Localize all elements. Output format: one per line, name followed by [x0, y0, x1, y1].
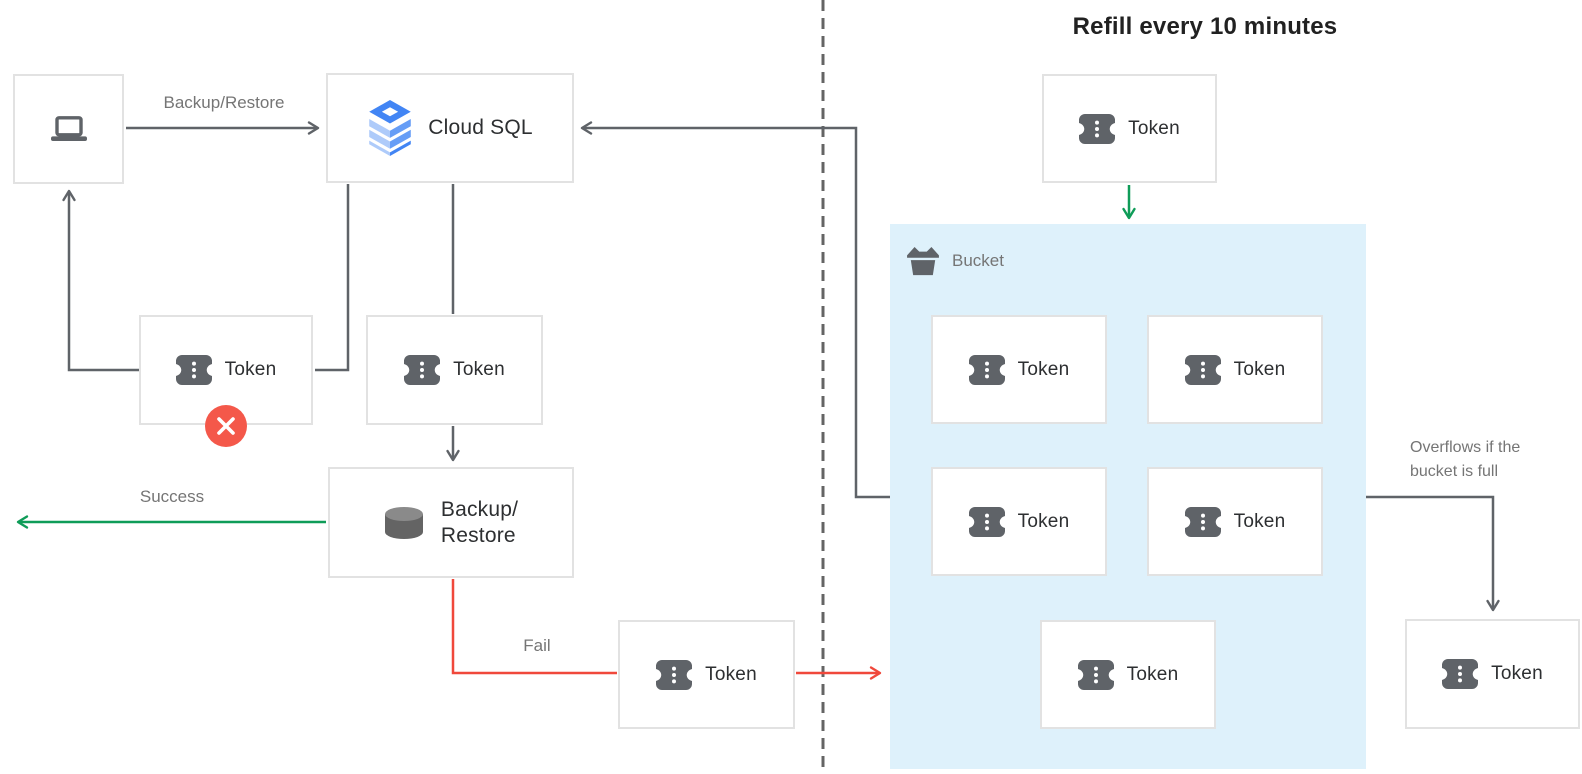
token-label: Token	[705, 663, 757, 685]
edge-label-overflow: Overflows if the bucket is full	[1410, 436, 1580, 484]
error-x-icon	[217, 417, 235, 435]
refill-title: Refill every 10 minutes	[1072, 13, 1338, 40]
backup-restore-label-line1: Backup/	[440, 497, 519, 521]
token-label: Token	[1233, 510, 1286, 532]
token-icon	[968, 506, 1005, 537]
token-icon	[1184, 506, 1221, 537]
client-node	[13, 74, 124, 184]
bucket-token-node: Token	[931, 315, 1107, 424]
token-label: Token	[1233, 358, 1286, 380]
bucket-token-node: Token	[1147, 467, 1323, 576]
token-label: Token	[1017, 358, 1070, 380]
token-label: Token	[1017, 510, 1070, 532]
token-icon	[968, 354, 1005, 385]
edge-fail-to-token	[451, 579, 617, 675]
token-icon	[404, 355, 441, 385]
backup-restore-label-line2: Restore	[440, 523, 516, 547]
bucket-token-node: Token	[931, 467, 1107, 576]
token-label: Token	[1491, 663, 1543, 684]
token-icon	[1077, 659, 1114, 690]
token-overflow-node: Token	[1405, 619, 1580, 729]
token-fail-node: Token	[618, 620, 795, 729]
token-icon	[175, 355, 212, 385]
bucket-header: Bucket	[906, 246, 1004, 276]
bucket-token-node: Token	[1040, 620, 1216, 729]
bucket-label: Bucket	[952, 251, 1004, 270]
token-label: Token	[224, 359, 277, 380]
edge-overflow	[1366, 495, 1500, 612]
edge-label-backup-restore: Backup/Restore	[163, 93, 285, 112]
cloud-sql-icon	[369, 100, 412, 156]
edge-label-success: Success	[139, 487, 205, 506]
token-icon	[1079, 113, 1116, 144]
token-consume-node: Token	[366, 315, 543, 425]
cloud-sql-label: Cloud SQL	[428, 116, 533, 139]
token-icon	[1442, 659, 1479, 689]
edge-rejected-token-to-client	[62, 189, 139, 372]
token-label: Token	[1126, 663, 1179, 685]
token-label: Token	[453, 359, 505, 380]
token-icon	[656, 659, 693, 690]
token-icon	[1184, 354, 1221, 385]
edge-label-fail: Fail	[523, 636, 551, 655]
token-label: Token	[1128, 117, 1180, 139]
edge-cloudsql-to-rejected-token	[315, 184, 350, 372]
overflow-label-line1: Overflows if the	[1410, 439, 1521, 456]
backup-restore-node: Backup/ Restore	[328, 467, 574, 578]
laptop-icon	[50, 116, 87, 141]
edge-bucket-to-cloudsql	[580, 121, 890, 499]
cloud-sql-node: Cloud SQL	[326, 73, 574, 183]
overflow-label-line2: bucket is full	[1410, 463, 1499, 480]
backup-restore-label: Backup/ Restore	[441, 497, 518, 549]
token-refill-node: Token	[1042, 74, 1217, 183]
bucket-icon	[907, 246, 939, 276]
error-badge	[205, 405, 247, 447]
database-icon	[384, 506, 423, 539]
bucket-token-node: Token	[1147, 315, 1323, 424]
